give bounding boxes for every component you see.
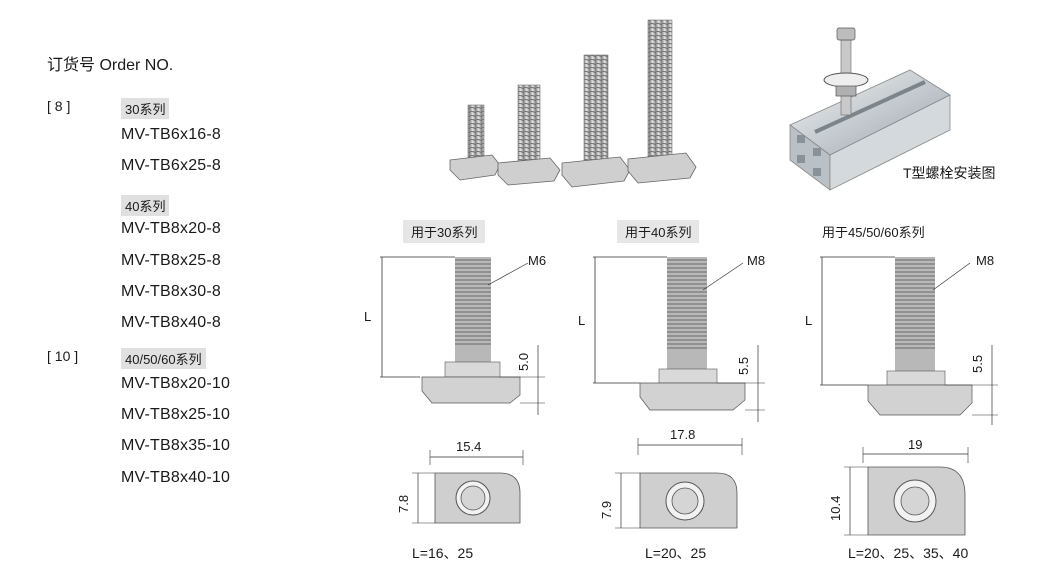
- head-height-label: 5.0: [516, 353, 531, 371]
- order-code: MV-TB8x20-10: [121, 375, 231, 392]
- aluminum-profile: [789, 69, 951, 191]
- installation-photo: [789, 27, 951, 191]
- head-height-label: 5.5: [970, 355, 985, 373]
- top-view: 17.8 7.9: [599, 427, 743, 529]
- length-label: L: [578, 313, 585, 328]
- t-bolt-drawing-30: L M6 5.0 15.4 7.8: [364, 253, 546, 524]
- width-label: 19: [908, 437, 922, 452]
- head-height-label: 5.5: [736, 357, 751, 375]
- bolt-nut-washer: [823, 27, 869, 116]
- thread-shank: [444, 257, 501, 378]
- t-bolt-medium: [497, 84, 561, 186]
- order-title: 订货号 Order NO.: [47, 57, 174, 74]
- width-label: 15.4: [456, 439, 481, 454]
- t-head: [639, 382, 746, 411]
- order-code: MV-TB8x25-10: [121, 406, 231, 423]
- t-bolt-large: [561, 54, 631, 188]
- t-head: [867, 384, 973, 416]
- depth-label: 7.9: [599, 501, 614, 519]
- series-label-30: 30系列: [121, 98, 170, 119]
- side-view: L M8 5.5: [805, 253, 998, 425]
- t-head: [421, 376, 521, 404]
- thread-label: M8: [976, 253, 994, 268]
- thread-label: M8: [747, 253, 765, 268]
- order-code: MV-TB8x35-10: [121, 437, 231, 454]
- order-code: MV-TB6x16-8: [121, 126, 222, 143]
- order-code: MV-TB8x25-8: [121, 252, 222, 269]
- order-code: MV-TB8x40-10: [121, 469, 231, 486]
- order-code: MV-TB6x25-8: [121, 157, 222, 174]
- length-label: L: [805, 313, 812, 328]
- series-label-40-50-60: 40/50/60系列: [121, 348, 206, 369]
- thread-shank: [886, 257, 946, 386]
- diagram-caption-30: 用于30系列: [403, 220, 486, 243]
- thread-shank: [658, 257, 718, 384]
- series-label-40: 40系列: [121, 195, 170, 216]
- bracket-size-8: [ 8 ]: [47, 98, 71, 114]
- t-bolt-drawing-45-50-60: L M8 5.5 19 10.4: [805, 253, 998, 536]
- depth-label: 10.4: [828, 496, 843, 521]
- order-code: MV-TB8x40-8: [121, 314, 222, 331]
- bracket-size-10: [ 10 ]: [47, 348, 79, 364]
- t-bolt-extra-large: [627, 19, 697, 184]
- thread-label: M6: [528, 253, 546, 268]
- top-view: 19 10.4: [828, 437, 969, 536]
- side-view: L M8 5.5: [578, 253, 765, 422]
- diagram-caption-40: 用于40系列: [617, 220, 700, 243]
- t-bolt-product-photo: [449, 19, 697, 188]
- order-code: MV-TB8x30-8: [121, 283, 222, 300]
- order-code: MV-TB8x20-8: [121, 220, 222, 237]
- width-label: 17.8: [670, 427, 695, 442]
- length-options-40: L=20、25: [645, 545, 707, 561]
- t-bolt-small: [449, 104, 501, 181]
- top-view: 15.4 7.8: [396, 439, 524, 524]
- length-label: L: [364, 309, 371, 324]
- length-options-30: L=16、25: [412, 545, 474, 561]
- install-caption: T型螺栓安装图: [903, 165, 996, 181]
- diagram-caption-45-50-60: 用于45/50/60系列: [822, 225, 925, 240]
- depth-label: 7.8: [396, 495, 411, 513]
- side-view: L M6 5.0: [364, 253, 546, 415]
- t-bolt-drawing-40: L M8 5.5 17.8 7.9: [578, 253, 765, 529]
- length-options-45-50-60: L=20、25、35、40: [848, 545, 969, 561]
